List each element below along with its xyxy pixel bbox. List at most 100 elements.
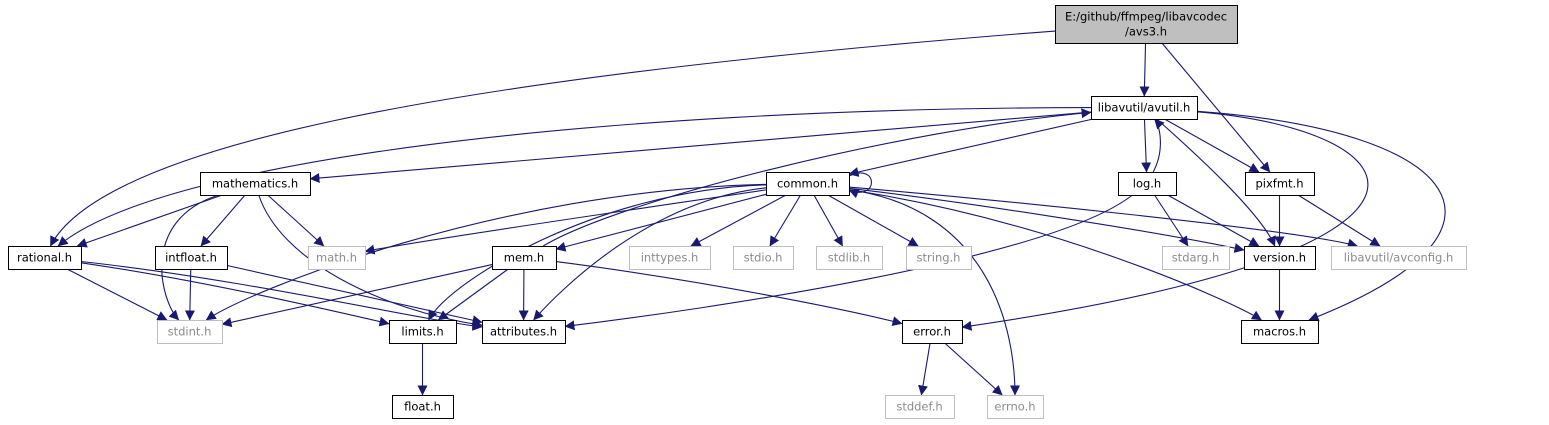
node-label: stdint.h [168,325,212,339]
edge-avs3-to-pixfmt [1161,42,1271,173]
node-avs3[interactable]: E:/github/ffmpeg/libavcodec/avs3.h [1055,5,1238,44]
node-box [1091,96,1198,120]
node-avconfig[interactable]: libavutil/avconfig.h [1331,246,1467,270]
node-mem[interactable]: mem.h [492,246,557,270]
node-attributes[interactable]: attributes.h [482,320,566,344]
node-label: libavutil/avconfig.h [1344,251,1454,265]
edge-log-to-avutil [1152,118,1165,173]
edge-avutil-to-common [848,118,1094,177]
edge-avutil-to-macros [1196,110,1446,322]
node-label: macros.h [1253,325,1306,339]
edge-common-to-string [827,194,919,247]
node-box [902,320,963,344]
node-log[interactable]: log.h [1118,172,1177,196]
node-errno[interactable]: errno.h [987,395,1044,419]
edge-rational-to-limits [80,262,390,327]
node-string[interactable]: string.h [906,246,972,270]
node-box [629,246,711,270]
node-label: inttypes.h [641,251,699,265]
node-label: intfloat.h [165,251,217,265]
node-label: libavutil/avutil.h [1098,101,1191,115]
node-stdio[interactable]: stdio.h [733,246,794,270]
edge-common-to-macros [848,189,1262,321]
node-label: version.h [1253,251,1306,265]
edge-avutil-to-version [1156,118,1276,247]
node-label: rational.h [17,251,72,265]
edge-log-to-stdarg [1154,194,1189,247]
node-box [906,246,972,270]
node-label: stdarg.h [1172,251,1220,265]
edge-mathematics-to-math [267,194,325,247]
node-mathematics[interactable]: mathematics.h [200,172,311,196]
node-label: stdlib.h [828,251,870,265]
node-common[interactable]: common.h [766,172,850,196]
edge-rational-to-stdint [66,268,168,321]
node-intfloat[interactable]: intfloat.h [155,246,228,270]
node-box [157,320,223,344]
node-stdarg[interactable]: stdarg.h [1162,246,1230,270]
edge-error-to-stddef [918,342,931,396]
node-box [1162,246,1230,270]
node-box [492,246,557,270]
edge-mem-to-limits [437,268,509,321]
node-label: stddef.h [896,400,942,414]
edge-common-to-limits [428,184,767,321]
node-box [885,395,955,419]
node-stddef[interactable]: stddef.h [885,395,955,419]
node-box [1055,5,1238,44]
edge-avutil-to-mathematics [309,111,1092,183]
node-label: limits.h [401,325,443,339]
edge-log-to-attributes [564,194,1133,331]
edge-intfloat-to-stdint [184,268,195,321]
edge-mem-to-avutil [542,108,1092,247]
node-version[interactable]: version.h [1244,246,1316,270]
edge-rational-to-attributes [80,260,483,331]
edge-layer [49,30,1446,396]
node-macros[interactable]: macros.h [1241,320,1319,344]
node-label: pixfmt.h [1255,177,1303,191]
edge-error-to-errno [944,342,1003,396]
edge-mem-to-stdint [221,264,493,328]
edge-common-to-stdlib [813,194,844,247]
edge-avutil-to-log [1141,118,1152,173]
node-box [1331,246,1467,270]
edge-common-to-attributes [533,187,767,321]
edge-mem-to-error [555,261,903,327]
node-label: /avs3.h [1125,25,1167,39]
edge-common-to-math [364,189,767,255]
node-box [200,172,311,196]
edge-avs3-to-avutil [1139,42,1150,97]
edge-common-to-stdio [769,194,802,247]
edge-avs3-to-rational [49,30,1056,247]
node-box [987,395,1044,419]
node-label: E:/github/ffmpeg/libavcodec [1065,10,1227,24]
node-float[interactable]: float.h [392,395,454,419]
node-label: stdio.h [744,251,783,265]
node-label: error.h [913,325,951,339]
edge-common-to-version [848,187,1245,253]
node-label: math.h [316,251,357,265]
node-error[interactable]: error.h [902,320,963,344]
node-stdint[interactable]: stdint.h [157,320,223,344]
node-pixfmt[interactable]: pixfmt.h [1245,172,1315,196]
node-box [392,395,454,419]
node-inttypes[interactable]: inttypes.h [629,246,711,270]
node-label: mem.h [504,251,544,265]
node-avutil[interactable]: libavutil/avutil.h [1091,96,1198,120]
node-box [308,246,366,270]
edge-common-to-inttypes [690,194,787,247]
node-limits[interactable]: limits.h [389,320,457,344]
node-box [1245,172,1315,196]
node-rational[interactable]: rational.h [8,246,82,270]
edge-common-to-avconfig [848,186,1358,249]
node-label: log.h [1133,177,1161,191]
node-stdlib[interactable]: stdlib.h [816,246,883,270]
edge-avutil-to-rational [57,106,1092,247]
edge-mathematics-to-intfloat [200,194,246,247]
node-box [8,246,82,270]
node-box [816,246,883,270]
node-math[interactable]: math.h [308,246,366,270]
node-box [482,320,566,344]
node-label: mathematics.h [212,177,298,191]
